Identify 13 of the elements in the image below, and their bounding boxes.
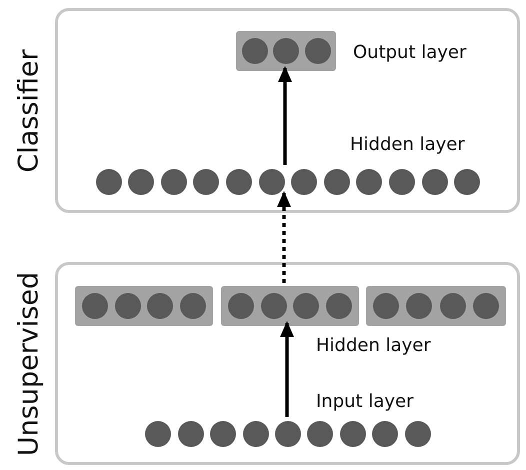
panel-title: Unsupervised bbox=[14, 271, 44, 456]
arrow bbox=[277, 191, 291, 283]
arrow bbox=[280, 321, 294, 417]
layer-label: Output layer bbox=[353, 42, 466, 63]
layer-box bbox=[236, 31, 336, 71]
layer-box bbox=[366, 286, 506, 326]
layer-box bbox=[75, 286, 213, 326]
layer-label: Input layer bbox=[316, 391, 414, 412]
layer-label: Hidden layer bbox=[316, 335, 431, 356]
layer-label: Hidden layer bbox=[350, 134, 465, 155]
panel-title: Classifier bbox=[14, 48, 44, 172]
layer-box bbox=[221, 286, 359, 326]
arrow bbox=[278, 66, 292, 165]
